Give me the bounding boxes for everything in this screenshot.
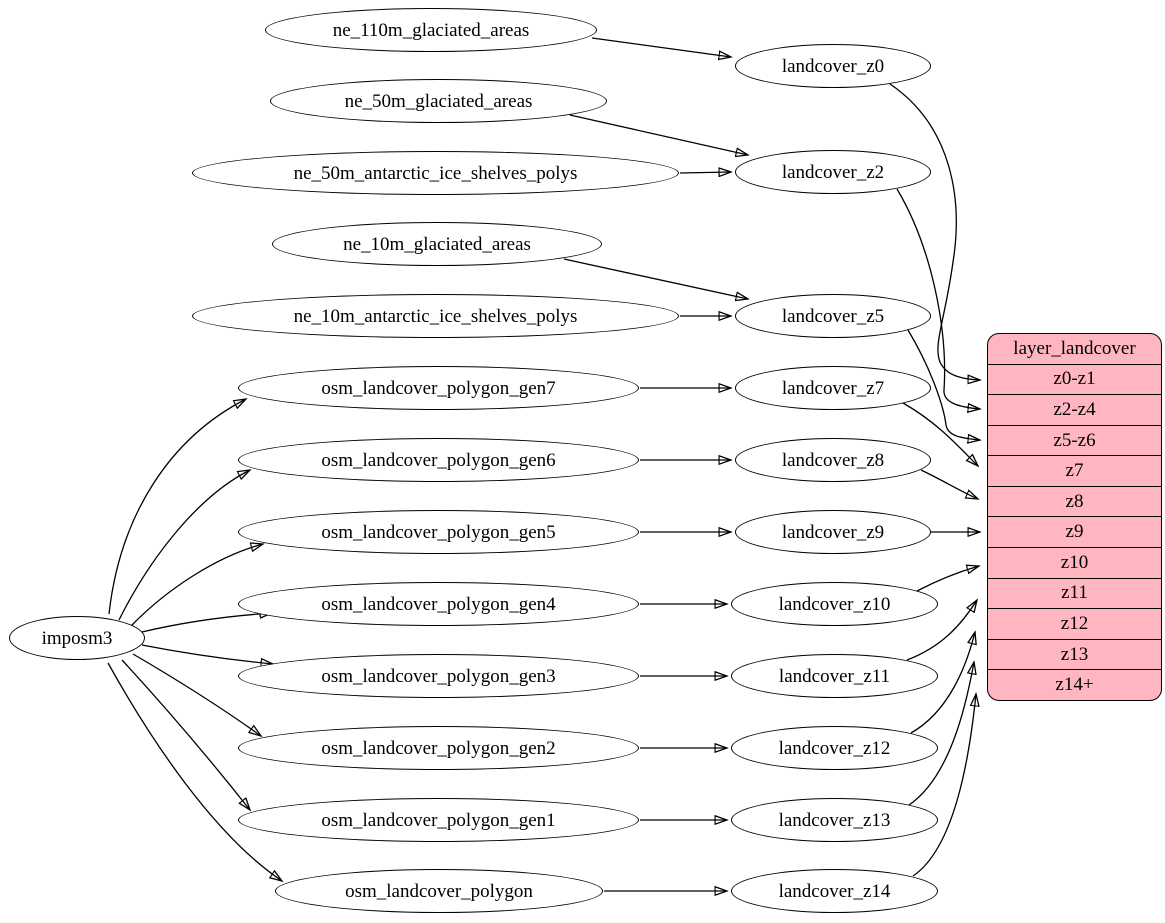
node-osm-landcover-polygon-gen1: osm_landcover_polygon_gen1 (238, 798, 639, 842)
edge-imposm3-to-gen2 (132, 653, 261, 736)
record-title: layer_landcover (1013, 337, 1136, 359)
node-landcover-z8: landcover_z8 (735, 438, 931, 482)
node-landcover-z11: landcover_z11 (731, 654, 938, 698)
edge-imposm3-to-gen7 (108, 399, 246, 615)
node-landcover-z10: landcover_z10 (731, 582, 938, 626)
edge-z14-to-row-z14 (912, 694, 976, 877)
node-landcover-z9: landcover_z9 (735, 510, 931, 554)
edge-ne50mglac-to-z2 (569, 114, 748, 155)
node-osm-landcover-polygon-gen2: osm_landcover_polygon_gen2 (238, 726, 639, 770)
edge-imposm3-to-polygon (107, 662, 282, 881)
record-row-z14: z14+ (988, 669, 1161, 700)
record-layer-landcover: layer_landcover z0-z1 z2-z4 z5-z6 z7 z8 … (987, 333, 1162, 701)
node-landcover-z13: landcover_z13 (731, 798, 938, 842)
edge-z10-to-row-z10 (916, 566, 979, 592)
record-row-z7: z7 (988, 455, 1161, 486)
node-ne-50m-glaciated-areas: ne_50m_glaciated_areas (270, 79, 607, 123)
record-row-z13: z13 (988, 638, 1161, 670)
edge-z8-to-row-z8 (920, 469, 978, 499)
node-ne-10m-antarctic-ice-shelves-polys: ne_10m_antarctic_ice_shelves_polys (192, 294, 679, 338)
node-ne-50m-antarctic-ice-shelves-polys: ne_50m_antarctic_ice_shelves_polys (192, 151, 679, 195)
node-osm-landcover-polygon-gen7: osm_landcover_polygon_gen7 (238, 366, 639, 410)
record-row-z10: z10 (988, 547, 1161, 578)
node-landcover-z7: landcover_z7 (735, 366, 931, 410)
edge-z11-to-row-z11 (906, 600, 977, 661)
record-row-z9: z9 (988, 516, 1161, 547)
node-osm-landcover-polygon-gen5: osm_landcover_polygon_gen5 (238, 510, 639, 554)
node-landcover-z0: landcover_z0 (735, 44, 931, 88)
record-row-z2-z4: z2-z4 (988, 394, 1161, 425)
node-ne-10m-glaciated-areas: ne_10m_glaciated_areas (272, 222, 602, 266)
node-landcover-z5: landcover_z5 (735, 294, 931, 338)
record-row-z5-z6: z5-z6 (988, 424, 1161, 456)
node-landcover-z12: landcover_z12 (731, 726, 938, 770)
edge-z2-to-row-z2z4 (896, 188, 980, 409)
record-row-z12: z12 (988, 608, 1161, 639)
node-landcover-z2: landcover_z2 (735, 150, 931, 194)
edge-z7-to-row-z7 (902, 402, 978, 466)
edge-ne110m-to-z0 (591, 37, 731, 57)
node-osm-landcover-polygon-gen3: osm_landcover_polygon_gen3 (238, 654, 639, 698)
edge-z0-to-row-z0z1 (889, 83, 980, 380)
node-imposm3: imposm3 (9, 616, 145, 660)
edge-imposm3-to-gen6 (118, 470, 250, 621)
record-row-z11: z11 (988, 577, 1161, 609)
record-row-z0-z1: z0-z1 (988, 363, 1161, 395)
node-osm-landcover-polygon: osm_landcover_polygon (275, 869, 603, 913)
node-osm-landcover-polygon-gen6: osm_landcover_polygon_gen6 (238, 438, 639, 482)
edge-z5-to-row-z5z6 (907, 329, 980, 440)
edge-ne10mglac-to-z5 (563, 258, 748, 299)
edge-imposm3-to-gen1 (121, 659, 250, 810)
node-landcover-z14: landcover_z14 (731, 869, 938, 913)
node-ne-110m-glaciated-areas: ne_110m_glaciated_areas (265, 8, 597, 52)
record-row-z8: z8 (988, 485, 1161, 517)
edge-z12-to-row-z12 (910, 632, 975, 734)
edge-z13-to-row-z13 (908, 662, 974, 806)
edge-imposm3-to-gen3 (141, 644, 273, 664)
node-osm-landcover-polygon-gen4: osm_landcover_polygon_gen4 (238, 582, 639, 626)
edge-ne50mant-to-z2 (679, 172, 731, 173)
edge-imposm3-to-gen4 (141, 613, 272, 633)
edge-imposm3-to-gen5 (130, 544, 263, 627)
